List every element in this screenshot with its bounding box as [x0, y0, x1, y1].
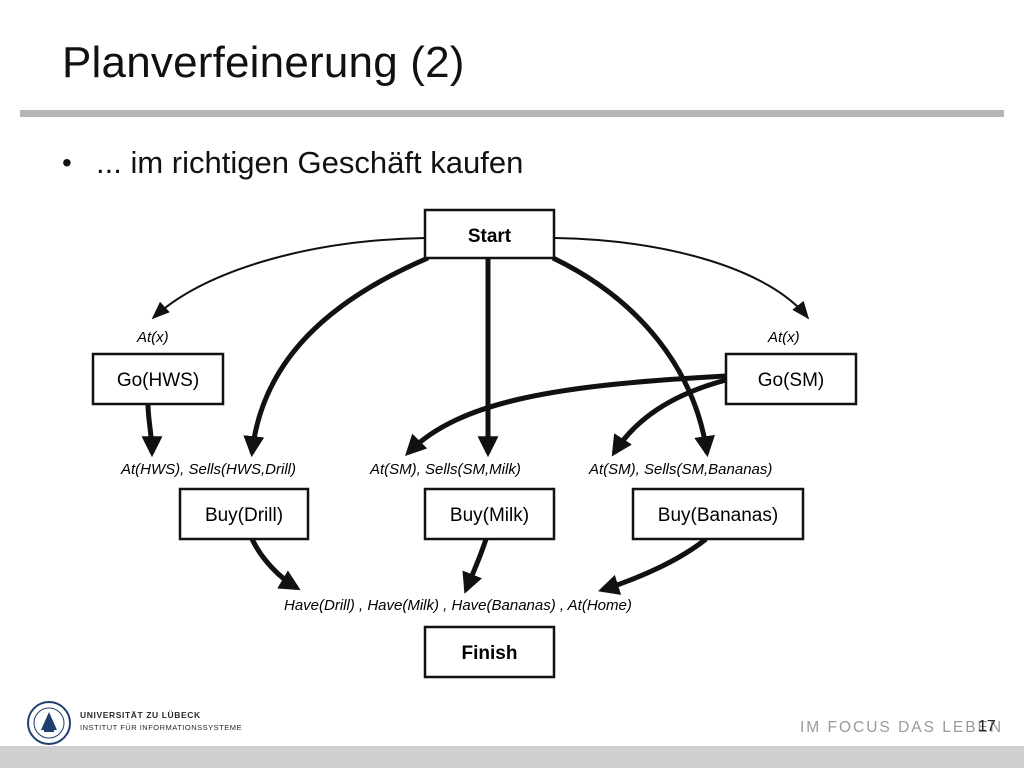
- condition-at-x-left: At(x): [136, 329, 169, 346]
- bullet-item: • ... im richtigen Geschäft kaufen: [62, 145, 523, 181]
- edge-start-to-go-sm: [554, 237, 810, 320]
- slide-title: Planverfeinerung (2): [62, 38, 465, 87]
- edge-go-sm-to-buy-milk: [405, 373, 727, 456]
- node-go-sm-label: Go(SM): [758, 370, 825, 391]
- condition-at-x-right: At(x): [767, 329, 800, 346]
- node-buy-bananas: Buy(Bananas): [631, 487, 805, 541]
- node-buy-bananas-label: Buy(Bananas): [658, 505, 778, 526]
- node-start: Start: [423, 208, 556, 260]
- footer-slogan: IM FOCUS DAS LEBEN: [800, 719, 1004, 736]
- bullet-text: ... im richtigen Geschäft kaufen: [96, 145, 524, 180]
- edge-go-sm-to-buy-bananas: [611, 377, 727, 457]
- node-buy-milk: Buy(Milk): [423, 487, 556, 541]
- precondition-buy-milk: At(SM), Sells(SM,Milk): [369, 461, 521, 478]
- bullet-dot-icon: •: [62, 147, 72, 178]
- node-finish: Finish: [423, 625, 556, 679]
- edge-buy-drill-to-finish: [249, 537, 301, 591]
- title-divider: [20, 110, 1004, 117]
- page-number: 17: [978, 718, 996, 735]
- node-buy-drill-label: Buy(Drill): [205, 505, 283, 526]
- plan-diagram: Start Go(HWS) Go(SM) Buy(Drill) Buy(Milk…: [91, 208, 858, 679]
- node-start-label: Start: [468, 226, 512, 247]
- footer-bar: [0, 746, 1024, 768]
- node-finish-label: Finish: [462, 643, 518, 664]
- edge-start-to-buy-bananas: [551, 255, 715, 458]
- node-go-hws: Go(HWS): [91, 352, 225, 406]
- node-buy-drill: Buy(Drill): [178, 487, 310, 541]
- edge-go-hws-to-buy-drill: [141, 403, 163, 458]
- goal-conditions: Have(Drill) , Have(Milk) , Have(Bananas)…: [284, 597, 632, 614]
- precondition-buy-bananas: At(SM), Sells(SM,Bananas): [588, 461, 772, 478]
- edge-start-to-buy-drill: [243, 255, 429, 458]
- edge-start-to-go-hws: [151, 237, 426, 320]
- node-go-hws-label: Go(HWS): [117, 370, 199, 391]
- footer-institute-name: INSTITUT FÜR INFORMATIONSSYSTEME: [80, 723, 242, 732]
- node-go-sm: Go(SM): [724, 352, 858, 406]
- university-seal-icon: [27, 701, 71, 745]
- edge-buy-bananas-to-finish: [597, 537, 708, 595]
- precondition-buy-drill: At(HWS), Sells(HWS,Drill): [120, 461, 296, 478]
- node-buy-milk-label: Buy(Milk): [450, 505, 529, 526]
- footer-university-name: UNIVERSITÄT ZU LÜBECK: [80, 710, 201, 720]
- edge-buy-milk-to-finish: [462, 538, 489, 594]
